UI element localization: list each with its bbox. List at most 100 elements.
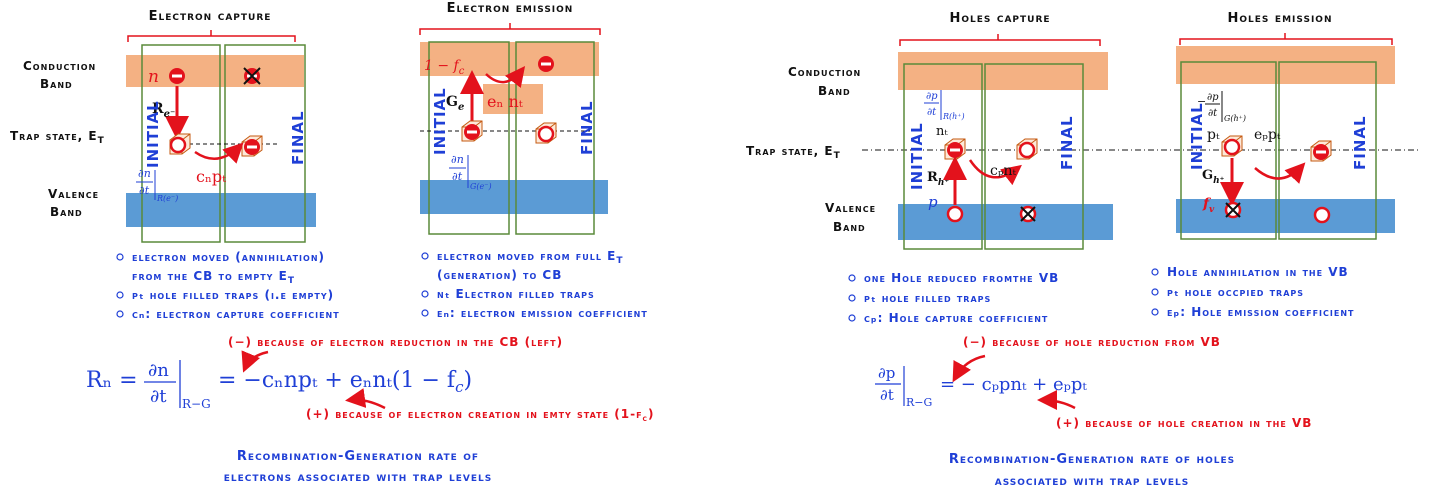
electron-icon xyxy=(538,56,554,72)
electron-icon xyxy=(464,124,480,140)
fv-label: fv xyxy=(1202,196,1215,215)
electron-emission-title: Electron emission xyxy=(447,1,574,16)
pT-label: pₜ xyxy=(1207,127,1220,143)
bullet-text: one Hole reduced fromthe VB xyxy=(864,271,1059,285)
initial-label: INITIAL xyxy=(431,87,449,155)
deriv-sub: R(e⁻) xyxy=(156,194,178,203)
holes-emission-cb xyxy=(1176,46,1395,84)
initial-label: INITIAL xyxy=(1188,102,1206,170)
electron-capture-title: Electron capture xyxy=(149,9,272,24)
holes-capture-title: Holes capture xyxy=(949,11,1050,26)
bullet-text: nₜ Electron filled traps xyxy=(437,287,595,301)
bullets-right1: one Hole reduced fromthe VB pₜ hole fill… xyxy=(848,271,1059,325)
holes-emission-bracket xyxy=(1179,33,1393,45)
bullet-text: electron moved (annihilation) xyxy=(132,250,325,264)
electron-icon xyxy=(169,68,185,84)
bullets-left: electron moved (annihilation) from the C… xyxy=(116,250,340,321)
transfer-arrow xyxy=(1254,162,1306,184)
electron-emission-final-frame xyxy=(515,41,595,235)
electron-icon xyxy=(1313,144,1329,160)
crossed-hole-icon xyxy=(1019,205,1037,223)
conduction-band-label: Conduction xyxy=(788,65,861,79)
deriv-num: ∂n xyxy=(138,167,151,180)
trap-state-label: Trap state, ET xyxy=(746,144,841,161)
bullet-text: pₜ hole occpied traps xyxy=(1167,285,1304,299)
initial-label: INITIAL xyxy=(144,100,162,168)
valence-band-label-2: Band xyxy=(833,220,866,234)
transfer-arrow xyxy=(968,159,1022,186)
bullet-text: eₙ: electron emission coefficient xyxy=(437,306,648,320)
electron-emission-vb xyxy=(420,180,608,214)
bullets-center: electron moved from full ET (generation)… xyxy=(421,249,648,320)
hole-icon xyxy=(1223,138,1241,156)
holes-emission-title: Holes emission xyxy=(1228,11,1333,26)
note-top-right: (−) because of hole reduction from VB xyxy=(963,335,1221,349)
deriv-den: ∂t xyxy=(1208,108,1218,119)
deriv-num: ∂p xyxy=(926,91,938,102)
bullet-text: (generation) to CB xyxy=(437,268,562,282)
bullets-right2: Hole annihilation in the VB pₜ hole occp… xyxy=(1151,265,1355,319)
bullet-text: eₚ: Hole emission coefficient xyxy=(1167,305,1355,319)
electron-capture-cb xyxy=(126,55,304,87)
note-top-left: (−) because of electron reduction in the… xyxy=(228,335,563,349)
coeff-cnpt: cₙpₜ xyxy=(196,167,226,186)
electron-emission-bracket xyxy=(419,23,601,35)
rate-re: Re⁻ xyxy=(152,101,175,120)
bullet-text: from the CB to empty ET xyxy=(132,269,295,286)
deriv-den: ∂t xyxy=(452,170,463,183)
holes-capture-vb xyxy=(898,204,1113,240)
note-arrow xyxy=(952,354,986,383)
trap-state-label: Trap state, ET xyxy=(10,129,105,146)
coeff-cpnt: cₚnₜ xyxy=(990,163,1016,179)
eq-left-den: ∂t xyxy=(150,386,167,407)
holes-capture-cb xyxy=(898,52,1108,90)
conduction-band-label-2: Band xyxy=(818,84,851,98)
emission-curve-arrow xyxy=(485,66,526,88)
deriv-num: ∂p xyxy=(1207,92,1219,103)
transfer-arrow xyxy=(194,142,244,164)
eq-left-rhs: = −cₙnpₜ + eₙnₜ(1 − fc) xyxy=(218,368,472,396)
initial-label: INITIAL xyxy=(908,122,926,190)
final-label: FINAL xyxy=(1058,115,1076,170)
coeff-ennt: eₙ nₜ xyxy=(487,92,523,111)
eq-right-sub: R−G xyxy=(906,396,932,409)
holes-emission-initial-frame xyxy=(1180,61,1277,240)
holes-emission-vb xyxy=(1176,199,1395,233)
crossed-hole-icon xyxy=(1224,201,1242,219)
electron-icon xyxy=(947,142,963,158)
bullet-text: cₙ: electron capture coefficient xyxy=(132,307,340,321)
hole-icon xyxy=(537,125,555,143)
bullet-text: pₜ hole filled traps (i.e empty) xyxy=(132,288,334,302)
caption-right-1: Recombination-Generation rate of holes xyxy=(949,452,1235,467)
caption-right-2: associated with trap levels xyxy=(995,474,1190,489)
nT-label: nₜ xyxy=(936,124,948,139)
hole-icon xyxy=(1018,141,1036,159)
eq-right-num: ∂p xyxy=(878,364,895,382)
rate-ge: Ge xyxy=(446,94,464,113)
holes-capture-initial-frame xyxy=(903,63,983,250)
emission-rate-box xyxy=(483,84,543,114)
bullet-text: cₚ: Hole capture coefficient xyxy=(864,311,1048,325)
final-label: FINAL xyxy=(1351,115,1369,170)
eq-right-rhs: = − cₚpnₜ + eₚpₜ xyxy=(940,374,1087,395)
eq-right-den: ∂t xyxy=(880,386,894,404)
rate-gh: Gh⁺ xyxy=(1202,168,1225,186)
electron-icon xyxy=(244,139,260,155)
hole-icon xyxy=(169,136,187,154)
deriv-sub: G(e⁻) xyxy=(470,182,492,191)
bullet-text: electron moved from full ET xyxy=(437,249,623,266)
deriv-prefix: − xyxy=(1197,95,1206,108)
final-label: FINAL xyxy=(289,110,307,165)
holes-capture-bracket xyxy=(899,34,1101,46)
crossed-electron-icon xyxy=(243,67,261,85)
valence-band-label: Valence xyxy=(48,187,99,201)
eq-left-sub: R−G xyxy=(182,397,211,411)
electron-capture-vb xyxy=(126,193,316,227)
deriv-sub: R(h⁺) xyxy=(942,112,965,121)
final-label: FINAL xyxy=(578,100,596,155)
symbol-n: n xyxy=(148,67,159,87)
note-arrow xyxy=(345,388,386,410)
caption-left-1: Recombination-Generation rate of xyxy=(237,449,479,464)
note-bottom-right: (+) because of hole creation in the VB xyxy=(1056,416,1312,430)
